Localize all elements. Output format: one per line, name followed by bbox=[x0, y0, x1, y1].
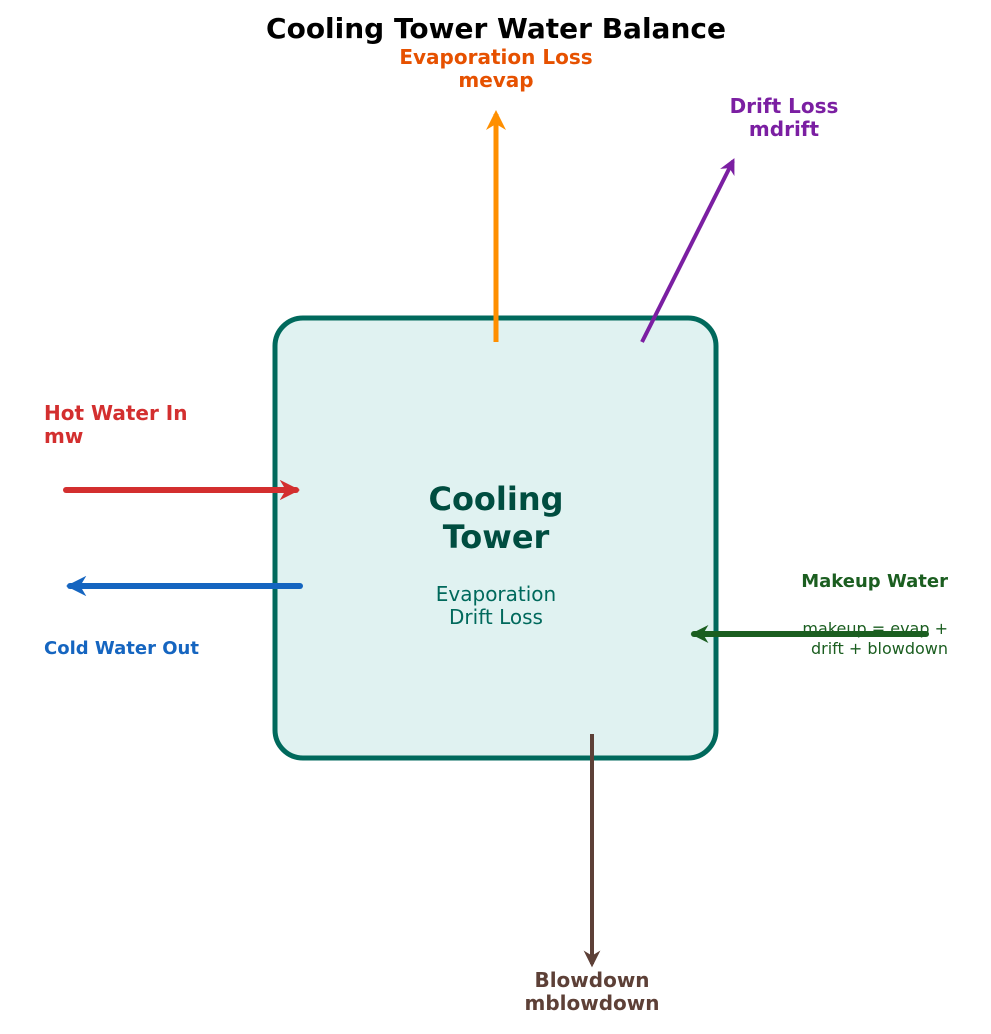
blowdown-label-line2: mblowdown bbox=[525, 991, 660, 1015]
evaporation-label-line1: Evaporation Loss bbox=[399, 45, 592, 69]
tower-title-line1: Cooling bbox=[428, 480, 563, 518]
tower-title-line2: Tower bbox=[443, 518, 550, 556]
makeup-water-label: Makeup Water bbox=[801, 571, 948, 592]
hot-water-label-line1: Hot Water In bbox=[44, 401, 187, 425]
cold-water-label: Cold Water Out bbox=[44, 638, 199, 659]
makeup-formula-line1: makeup = evap + bbox=[802, 619, 948, 638]
diagram-title: Cooling Tower Water Balance bbox=[266, 12, 726, 45]
blowdown-label-line1: Blowdown bbox=[534, 968, 649, 992]
makeup-formula-line2: drift + blowdown bbox=[811, 639, 948, 658]
evaporation-label-line2: mevap bbox=[458, 68, 533, 92]
tower-sub-line2: Drift Loss bbox=[449, 605, 543, 629]
hot-water-label-line2: mw bbox=[44, 424, 83, 448]
drift-label-line2: mdrift bbox=[749, 117, 820, 141]
drift-arrow bbox=[640, 158, 735, 343]
drift-label-line1: Drift Loss bbox=[730, 94, 839, 118]
tower-sub-line1: Evaporation bbox=[436, 582, 556, 606]
